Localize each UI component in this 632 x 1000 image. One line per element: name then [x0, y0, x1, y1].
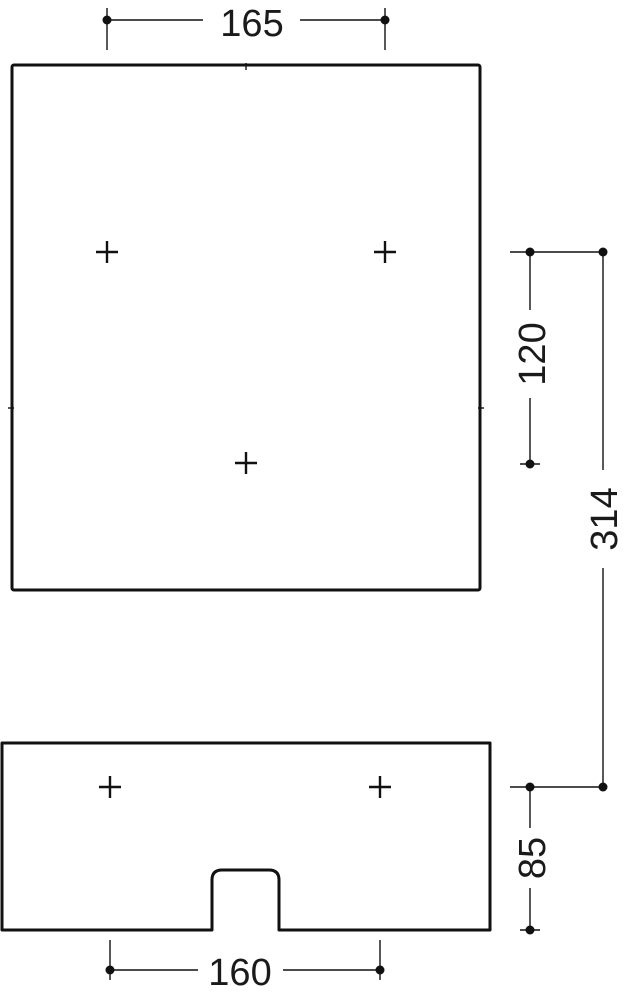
dimension-hole-spacing: 120 [510, 247, 603, 469]
dimension-overall-height: 314 [510, 247, 626, 792]
dimension-label-bottom-width: 160 [208, 952, 271, 994]
dimension-label-hole-spacing: 120 [512, 322, 554, 385]
lower-plate-outline [0, 741, 492, 932]
hole-marker-top-left [96, 241, 118, 263]
dimension-bottom-width: 160 [105, 940, 385, 994]
dimension-bottom-offset: 85 [512, 782, 554, 935]
hole-marker-top-right [374, 241, 396, 263]
hole-marker-center [235, 452, 257, 474]
dimension-label-top-width: 165 [220, 3, 283, 45]
hole-marker-bottom-right [369, 776, 391, 798]
dimension-label-overall-height: 314 [584, 487, 626, 550]
dimension-label-bottom-offset: 85 [512, 837, 554, 879]
upper-plate-outline [10, 63, 482, 592]
hole-marker-bottom-left [99, 776, 121, 798]
dimension-top-width: 165 [102, 3, 390, 50]
